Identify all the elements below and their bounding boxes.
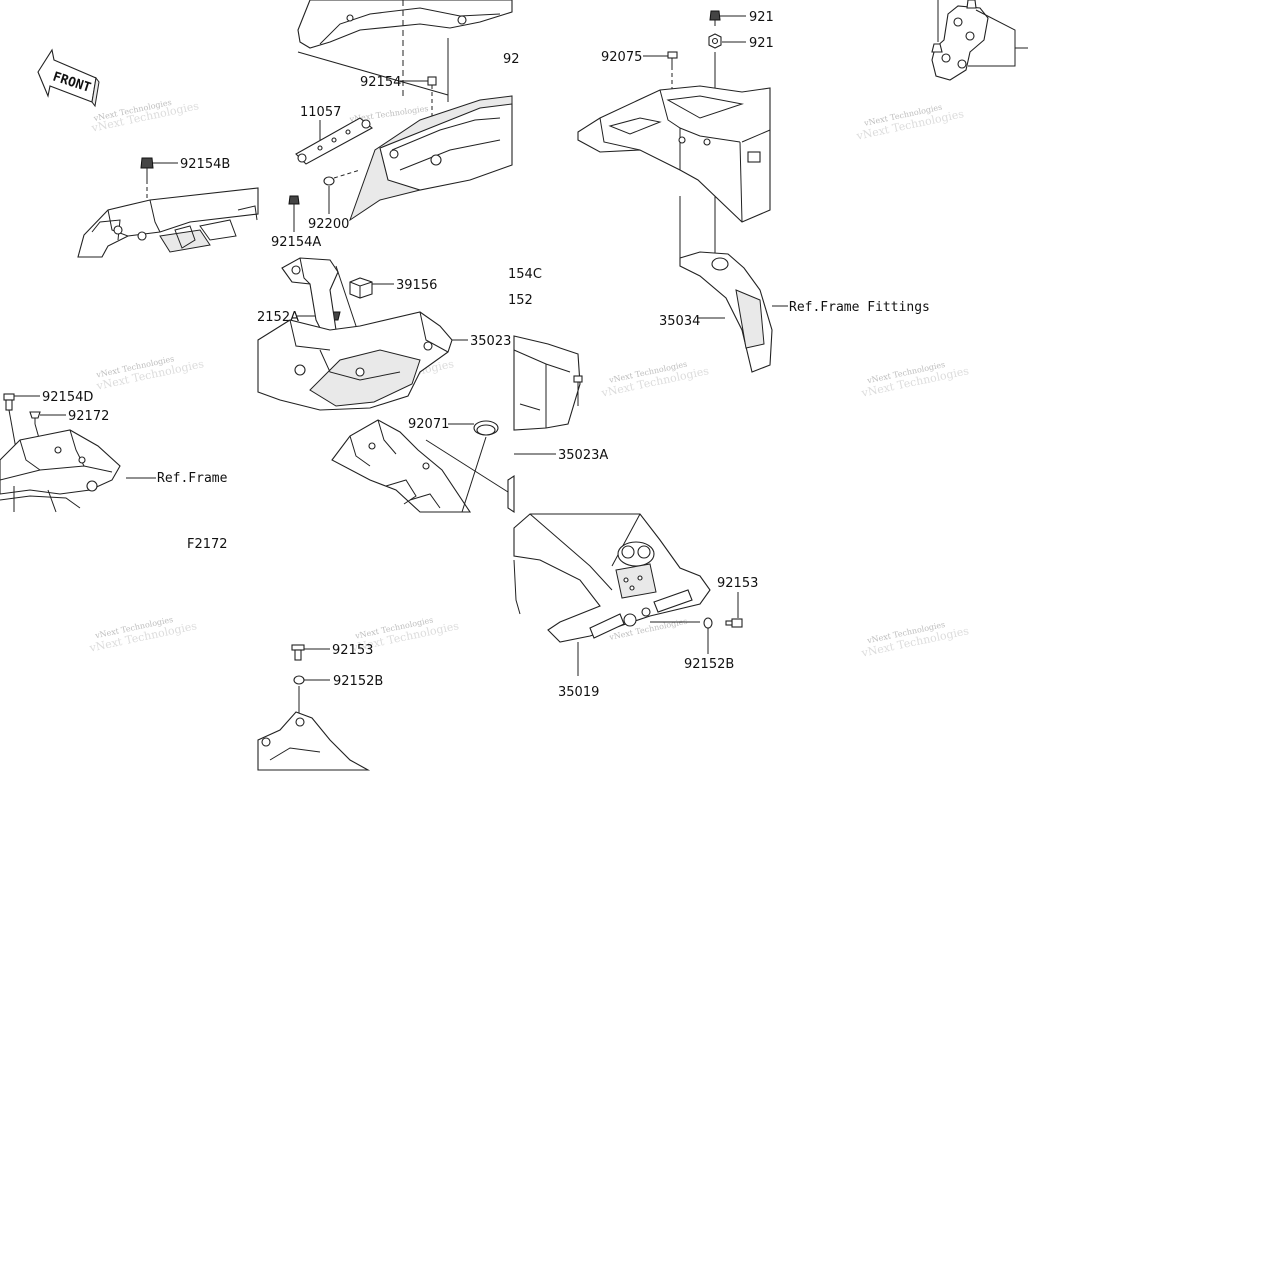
part-label: 92153: [332, 643, 373, 658]
part-label: 11057: [300, 105, 341, 120]
bolt-92075: 92075: [601, 50, 678, 110]
part-label: 92200: [308, 217, 349, 232]
bolt-92153-upper: 92153: [717, 576, 758, 628]
nut-92152b-upper: 92152B: [684, 617, 734, 672]
tile-mid-left: 92154D 92172 Ref.Frame: [0, 390, 228, 513]
part-label: 35023: [470, 334, 511, 349]
part-label: 92172: [68, 409, 109, 424]
part-label: 92154D: [42, 390, 93, 405]
part-label: 92152B: [333, 674, 383, 689]
washer-92200: 92200: [308, 169, 361, 232]
nut-92152b-lower: 92152B: [293, 674, 383, 716]
part-label: 921: [749, 36, 774, 51]
part-label: 35023A: [558, 448, 608, 463]
part-label: 92154B: [180, 157, 230, 172]
part-label: 152: [508, 293, 533, 308]
bracket-11057: 11057: [295, 105, 373, 165]
damper-39156: 39156: [349, 277, 437, 299]
part-label: 39156: [396, 278, 437, 293]
tile-top-left: 92154B: [77, 157, 259, 258]
tile-top-middle: 92 92154 11057 92200: [271, 0, 520, 250]
part-label: 92153: [717, 576, 758, 591]
tile-far-right: [931, 0, 1028, 81]
bolt-92154a: 92154A: [271, 195, 321, 250]
tile-center-right: 35023A: [513, 335, 608, 463]
diagram-code: F2172: [187, 537, 228, 552]
part-label: 92: [503, 52, 520, 67]
tile-center: 154C 152 39156 2152A 35023: [257, 257, 542, 771]
bolt-92154b: 92154B: [140, 157, 230, 232]
part-label: 35019: [558, 685, 599, 700]
grommet-92071: 92071: [408, 417, 499, 513]
bolt-92154d: 92154D: [3, 390, 93, 461]
ref-frame-fittings: Ref.Frame Fittings: [789, 300, 930, 315]
front-arrow-icon: FRONT: [37, 48, 100, 108]
part-label: 35034: [659, 314, 700, 329]
part-label: 921: [749, 10, 774, 25]
tile-lower-right: 92153 92152B 35019: [507, 474, 758, 700]
part-label: 92071: [408, 417, 449, 432]
part-label: 154C: [508, 267, 542, 282]
bolt-921a: 921: [709, 10, 774, 26]
part-label: 92154A: [271, 235, 321, 250]
tile-top-right: 921 921 92075: [577, 10, 930, 373]
bolt-92153-lower: 92153: [291, 643, 373, 661]
part-label: 92152B: [684, 657, 734, 672]
part-label: 92075: [601, 50, 642, 65]
ref-frame: Ref.Frame: [157, 471, 228, 486]
part-label: 92154: [360, 75, 401, 90]
